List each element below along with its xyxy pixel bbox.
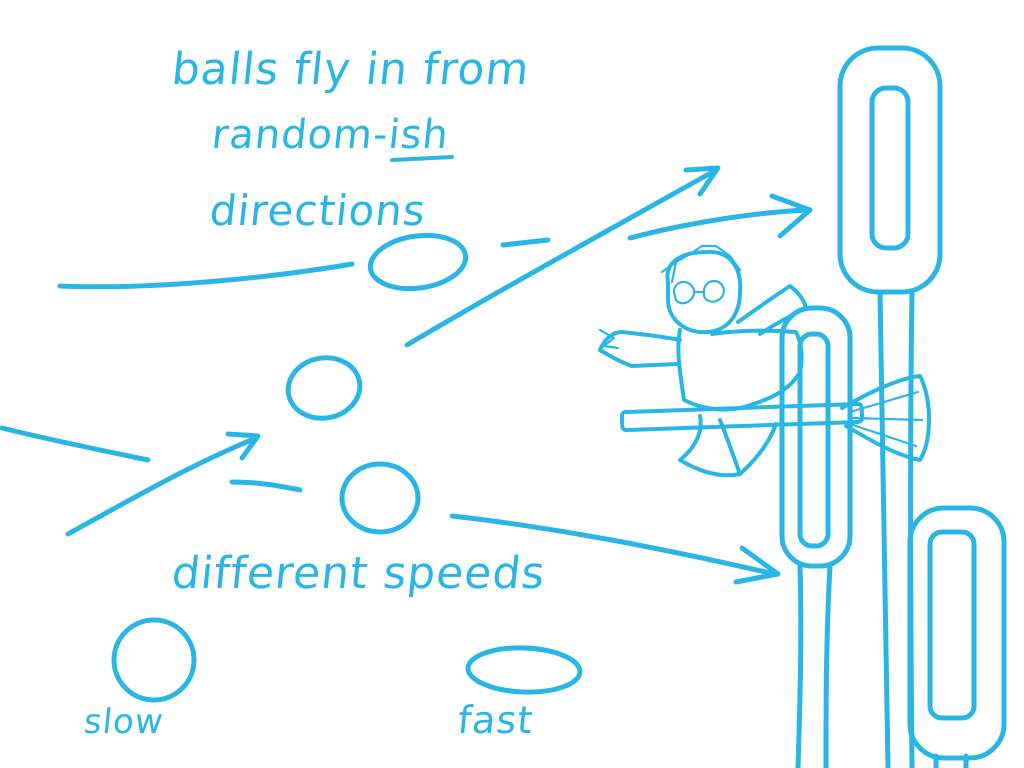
arrow-head-diagonal-up xyxy=(683,165,721,197)
hoop-top-outer xyxy=(837,45,943,295)
hoop-bottom-inner xyxy=(927,529,977,721)
ball-slow-example xyxy=(111,617,197,703)
ball-lower xyxy=(339,461,421,535)
trajectory-line-left-middle xyxy=(0,425,151,463)
hoop-bottom-outer xyxy=(907,505,1007,761)
hoop-top-inner xyxy=(869,85,911,251)
player-arm-left xyxy=(598,330,682,368)
trajectory-arrow-right-bottom xyxy=(449,513,777,577)
ish-underline xyxy=(390,155,454,162)
trajectory-line-top-left xyxy=(57,261,355,290)
trajectory-dash-lower xyxy=(229,479,303,493)
player-on-broom-figure xyxy=(598,244,931,478)
player-goggles xyxy=(672,279,726,305)
slow-label: slow xyxy=(81,702,166,742)
fast-label: fast xyxy=(455,698,536,742)
note-line-2-emphasis: ish xyxy=(386,112,452,158)
note-line-3: directions xyxy=(207,186,429,235)
speeds-heading: different speeds xyxy=(169,548,549,599)
arrow-head-right-top xyxy=(769,193,813,239)
note-line-1: balls fly in from xyxy=(169,44,533,95)
ball-middle xyxy=(285,355,363,421)
hoop-top-pole xyxy=(877,289,915,768)
ball-top xyxy=(367,232,469,292)
hoop-middle-outer xyxy=(779,305,853,569)
trajectory-arrow-diagonal-up xyxy=(404,167,719,348)
player-robe xyxy=(676,328,804,412)
player-arm-right xyxy=(736,284,808,336)
player-legs xyxy=(678,414,778,478)
trajectory-arrow-right-top xyxy=(627,207,811,241)
hoop-middle-inner xyxy=(797,331,831,549)
ball-fast-example xyxy=(465,645,583,695)
trajectory-dash-top xyxy=(500,237,551,248)
trajectory-arrow-lower-up xyxy=(65,435,259,537)
hoop-bottom-pole xyxy=(933,753,969,768)
broom-bristles xyxy=(840,374,931,462)
note-line-2-prefix: random- xyxy=(209,112,391,158)
arrow-head-right-bottom xyxy=(733,545,781,585)
note-line-2: random-ish xyxy=(210,112,452,158)
hoop-middle-pole xyxy=(795,563,833,768)
arrow-head-lower-up xyxy=(225,431,261,461)
